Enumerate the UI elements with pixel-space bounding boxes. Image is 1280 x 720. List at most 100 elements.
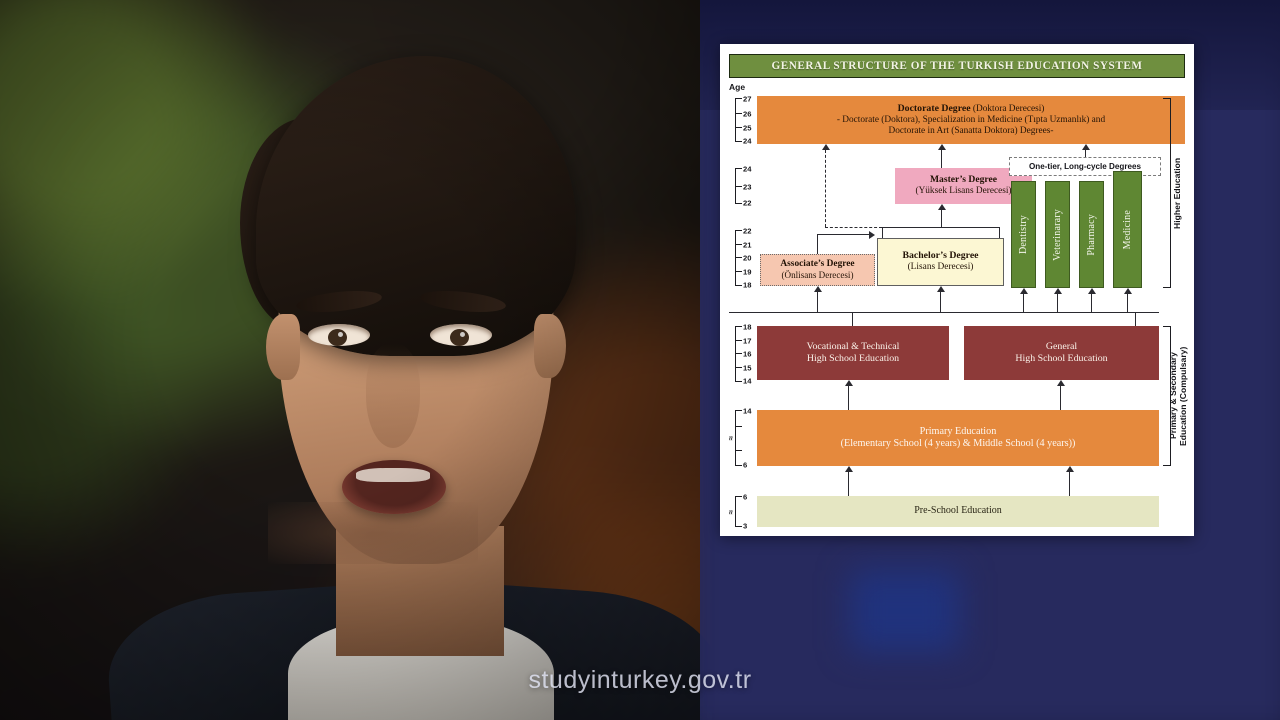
label-higher-education: Higher Education xyxy=(1172,157,1182,229)
connector-line xyxy=(852,312,854,326)
column-veterinary: Veterinarary xyxy=(1045,181,1070,288)
age-approx-symbol: ≈ xyxy=(726,509,736,515)
connector-line xyxy=(817,234,869,236)
age-label: 27 xyxy=(743,94,752,104)
scale-bracket xyxy=(735,496,742,527)
watermark-url: studyinturkey.gov.tr xyxy=(528,666,752,694)
age-axis-label: Age xyxy=(729,82,746,92)
age-label: 24 xyxy=(743,164,752,174)
label-primary-secondary-line2: Education (Compulsary) xyxy=(1178,346,1188,446)
box-line: Pre-School Education xyxy=(914,505,1002,517)
connector-line xyxy=(1135,312,1137,326)
connector-line xyxy=(817,292,819,312)
age-label: 18 xyxy=(743,280,752,290)
connector-line xyxy=(1060,386,1062,410)
connector-line xyxy=(882,227,884,238)
box-line: Doctorate in Art (Sanatta Doktora) Degre… xyxy=(888,126,1054,137)
connector-dashed xyxy=(825,227,882,228)
connector-arrow xyxy=(821,144,830,150)
box-masters-degree: Master’s Degree (Yüksek Lisans Derecesi) xyxy=(895,168,1032,204)
box-vocational-technical-high-school: Vocational & Technical High School Educa… xyxy=(757,326,949,380)
box-subtitle: (Yüksek Lisans Derecesi) xyxy=(915,186,1012,197)
box-line: Doctorate Degree (Doktora Derecesi) xyxy=(898,103,1045,115)
age-label: 21 xyxy=(743,240,752,250)
scale-tick xyxy=(735,426,742,427)
box-bachelors-degree: Bachelor’s Degree (Lisans Derecesi) xyxy=(877,238,1004,286)
age-label: 22 xyxy=(743,226,752,236)
box-primary-education: Primary Education (Elementary School (4 … xyxy=(757,410,1159,466)
connector-bracket xyxy=(882,227,1000,229)
connector-arrow xyxy=(937,144,946,150)
connector-line xyxy=(940,292,942,312)
column-pharmacy: Pharmacy xyxy=(1079,181,1104,288)
connector-arrow xyxy=(1123,288,1132,294)
connector-arrow xyxy=(1019,288,1028,294)
box-line: High School Education xyxy=(1015,353,1108,364)
box-doctorate-degree: Doctorate Degree (Doktora Derecesi) - Do… xyxy=(757,96,1185,144)
connector-line xyxy=(1057,294,1059,312)
scale-bracket xyxy=(735,98,742,142)
connector-line xyxy=(848,472,850,496)
scale-tick xyxy=(735,257,742,259)
scale-tick xyxy=(735,450,742,451)
age-label: 26 xyxy=(743,109,752,119)
box-general-high-school: General High School Education xyxy=(964,326,1159,380)
connector-arrow xyxy=(1087,288,1096,294)
connector-dashed xyxy=(825,150,826,227)
education-structure-diagram: GENERAL STRUCTURE OF THE TURKISH EDUCATI… xyxy=(720,44,1194,536)
connector-line xyxy=(1023,294,1025,312)
box-title: Master’s Degree xyxy=(929,174,998,186)
connector-arrow xyxy=(937,204,946,210)
connector-line xyxy=(1069,472,1071,496)
scale-tick xyxy=(735,270,742,272)
box-line: High School Education xyxy=(806,353,900,364)
column-label: Pharmacy xyxy=(1086,213,1097,256)
box-title: Associate’s Degree xyxy=(780,258,855,269)
video-vignette xyxy=(0,0,712,720)
age-label: 14 xyxy=(743,406,752,416)
box-line: - Doctorate (Doktora), Specialization in… xyxy=(836,114,1106,125)
age-label: 19 xyxy=(743,267,752,277)
scale-tick xyxy=(735,127,742,129)
scale-tick xyxy=(735,366,742,368)
column-label: Medicine xyxy=(1122,209,1133,250)
bracket-higher-education xyxy=(1163,98,1171,288)
background-panel-glow xyxy=(850,570,960,652)
box-subtitle: (Lisans Derecesi) xyxy=(907,262,974,273)
box-subtitle: (Doktora Derecesi) xyxy=(970,103,1045,114)
column-medicine: Medicine xyxy=(1113,171,1142,288)
connector-arrow xyxy=(1053,288,1062,294)
box-title: Bachelor’s Degree xyxy=(902,250,979,262)
box-subtitle: (Önlisans Derecesi) xyxy=(781,270,854,281)
box-preschool-education: Pre-School Education xyxy=(757,496,1159,527)
column-label: Veterinarary xyxy=(1052,208,1063,261)
connector-arrow xyxy=(936,286,945,292)
scale-tick xyxy=(735,353,742,355)
connector-line xyxy=(817,234,819,255)
column-label: Dentistry xyxy=(1018,214,1029,255)
scale-tick xyxy=(735,185,742,187)
scale-tick xyxy=(735,339,742,341)
box-line: (Elementary School (4 years) & Middle Sc… xyxy=(840,438,1076,449)
age-label: 25 xyxy=(743,123,752,133)
age-label: 20 xyxy=(743,253,752,263)
connector-arrow xyxy=(813,286,822,292)
box-title: Doctorate Degree xyxy=(897,102,971,114)
connector-line xyxy=(941,150,943,168)
connector-bus xyxy=(729,312,1159,314)
age-label: 14 xyxy=(743,376,752,386)
connector-arrow xyxy=(1081,144,1090,150)
age-label: 15 xyxy=(743,363,752,373)
age-label: 3 xyxy=(743,521,748,531)
box-line: Vocational & Technical xyxy=(806,340,900,352)
age-label: 23 xyxy=(743,182,752,191)
connector-arrow xyxy=(869,230,875,239)
connector-line xyxy=(848,386,850,410)
age-label: 18 xyxy=(743,322,752,332)
age-label: 24 xyxy=(743,136,752,146)
one-tier-label: One-tier, Long-cycle Degrees xyxy=(1028,162,1141,171)
connector-arrow xyxy=(1056,380,1065,386)
box-line: Primary Education xyxy=(919,425,997,437)
scale-tick xyxy=(735,112,742,114)
